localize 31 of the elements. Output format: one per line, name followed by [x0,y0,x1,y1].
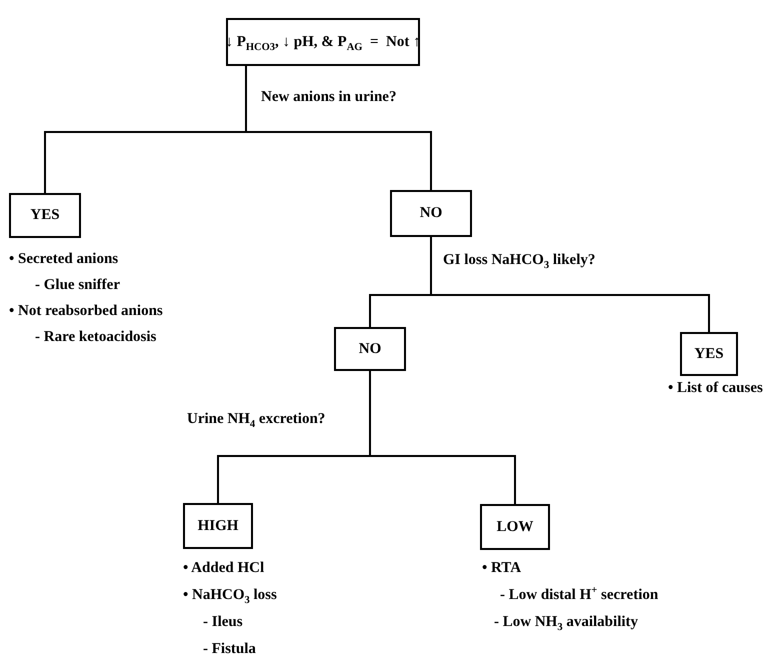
box-label: LOW [496,518,534,536]
decision-box [390,190,472,237]
connector-line [245,66,432,190]
list-item: - Rare ketoacidosis [35,328,156,347]
list-item: • RTA [482,559,522,578]
list-item: • Secreted anions [9,250,118,269]
box-label: YES [30,207,60,224]
decision-box [226,18,420,66]
question-label: GI loss NaHCO$_{3}$ likely? [443,252,596,269]
box-label: NO [420,205,442,222]
box-label: YES [694,346,724,362]
list-item: • NaHCO$_{3}$ loss [183,586,277,608]
decision-box [680,332,738,376]
question-label: New anions in urine? [261,89,396,106]
question-label: Urine NH$_{4}$ excretion? [187,411,326,428]
connector-line [369,371,516,504]
decision-box [9,193,81,238]
list-item: • List of causes [668,379,763,398]
decision-box [183,503,253,549]
list-item: - Fistula [203,640,256,659]
list-item: • Added HCl [183,559,264,578]
list-item: - Glue sniffer [35,276,120,295]
box-label: HIGH [198,518,238,534]
list-item: - Low distal H$^{+}$ secretion [500,584,658,605]
list-item: - Low NH$_{3}$ availability [494,613,638,635]
box-label: NO [358,340,382,358]
list-item: - Ileus [203,613,243,632]
list-item: • Not reabsorbed anions [9,302,163,321]
decision-box [334,327,406,371]
connector-line [430,237,710,332]
decision-box [480,504,550,550]
